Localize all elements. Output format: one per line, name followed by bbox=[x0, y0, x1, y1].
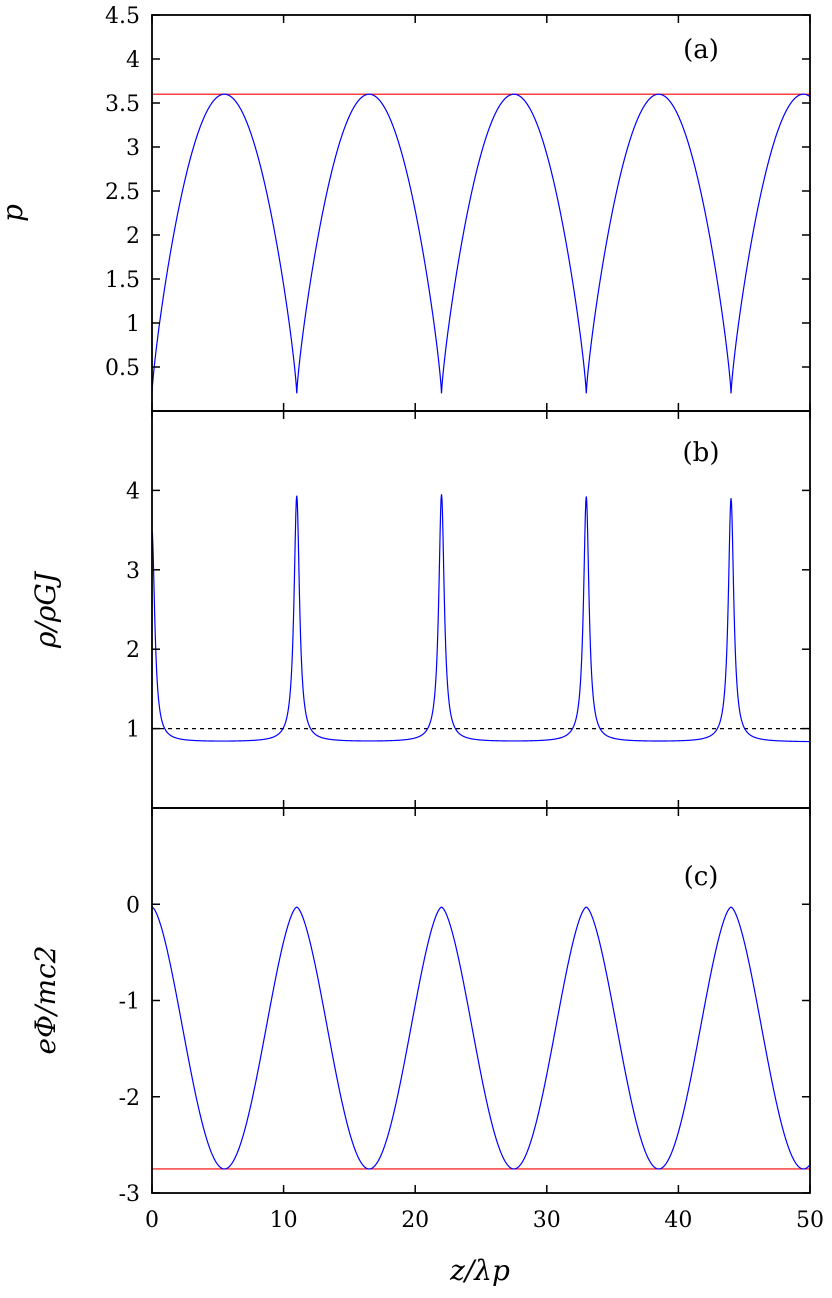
x-tick-label: 40 bbox=[664, 1208, 692, 1233]
panel-a-ytick-label: 2.5 bbox=[105, 180, 140, 205]
x-tick-label: 20 bbox=[401, 1208, 429, 1233]
x-tick-label: 30 bbox=[533, 1208, 561, 1233]
panel-b-ytick-label: 2 bbox=[126, 638, 140, 663]
panel-b-frame bbox=[151, 410, 811, 809]
panel-c-ytick-label: -1 bbox=[119, 990, 140, 1015]
panel-c-data-line bbox=[151, 906, 811, 1170]
panel-a-ytick-label: 3 bbox=[126, 136, 140, 161]
x-tick-label: 50 bbox=[796, 1208, 824, 1233]
panel-a-ytick-label: 3.5 bbox=[105, 92, 140, 117]
panel-a-ytick-label: 4 bbox=[126, 48, 140, 73]
panel-a-frame bbox=[151, 14, 811, 412]
panel-c-ytick-label: -3 bbox=[119, 1182, 140, 1207]
panel-a-label: (a) bbox=[683, 35, 719, 65]
panel-b: 1 2 3 4 (b) ρ/ρGJ bbox=[29, 410, 811, 809]
panel-a-ylabel: p bbox=[0, 204, 29, 222]
panel-c: 0 -1 -2 -3 0 10 20 30 40 50 (c) eΦ/mc2 z/λp bbox=[29, 807, 824, 1287]
panel-b-ytick-label: 3 bbox=[126, 559, 140, 584]
x-tick-label: 0 bbox=[145, 1208, 159, 1233]
panel-b-label: (b) bbox=[683, 438, 720, 468]
panel-a-ytick-label: 1.5 bbox=[105, 268, 140, 293]
panel-c-ytick-label: -2 bbox=[119, 1086, 140, 1111]
panel-b-ylabel: ρ/ρGJ bbox=[29, 570, 62, 649]
panel-a-data-line bbox=[151, 93, 811, 394]
panel-a: 0.5 1 1.5 2 2.5 3 3.5 4 4.5 (a) p bbox=[0, 4, 811, 412]
panel-a-ytick-label: 1 bbox=[126, 312, 140, 337]
panel-b-data-line bbox=[151, 494, 811, 743]
x-axis-label: z/λp bbox=[449, 1254, 510, 1287]
panel-c-label: (c) bbox=[684, 862, 719, 892]
panel-b-ytick-label: 1 bbox=[126, 718, 140, 743]
panel-b-ytick-label: 4 bbox=[126, 479, 140, 504]
panel-c-ylabel: eΦ/mc2 bbox=[29, 945, 62, 1054]
panel-a-ytick-label: 2 bbox=[126, 224, 140, 249]
panel-a-ytick-label: 0.5 bbox=[105, 356, 140, 381]
x-tick-label: 10 bbox=[270, 1208, 298, 1233]
panel-c-ytick-label: 0 bbox=[126, 893, 140, 918]
panel-a-ytick-label: 4.5 bbox=[105, 4, 140, 29]
